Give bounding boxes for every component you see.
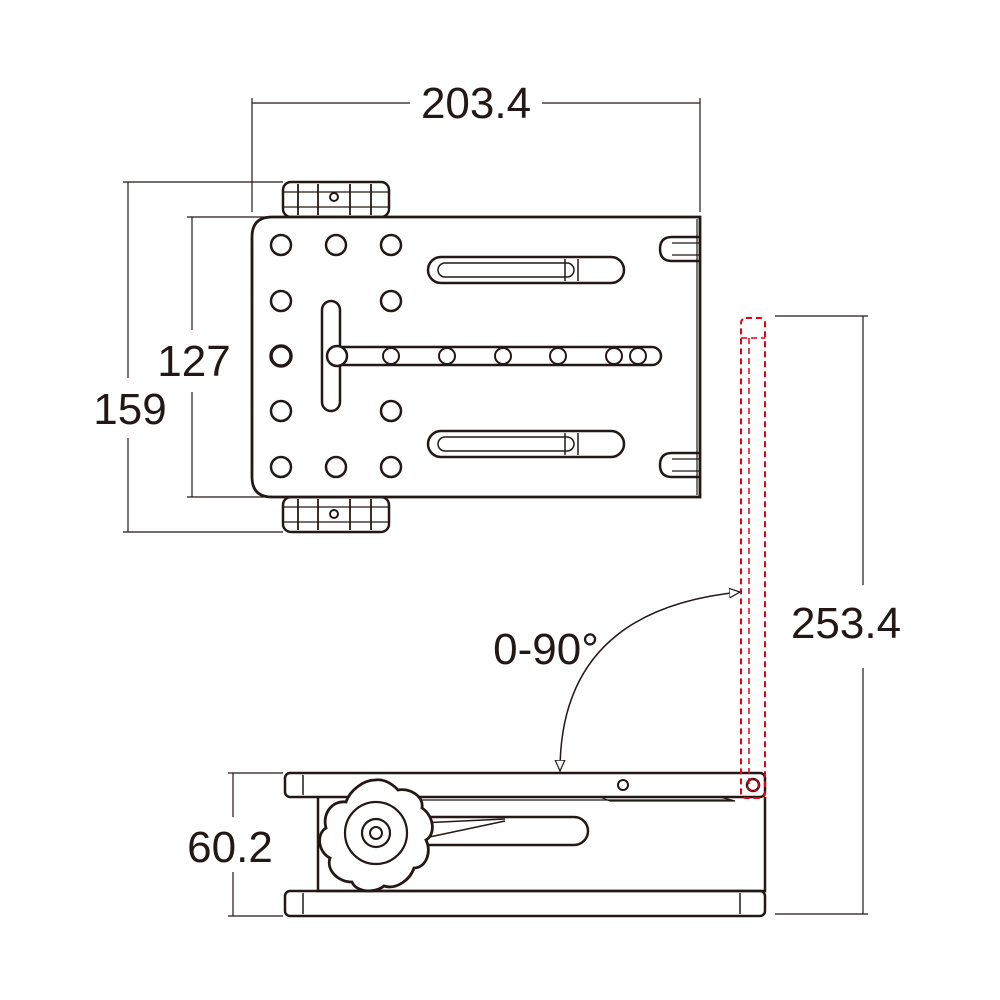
angle-arc: 0-90° xyxy=(493,592,740,771)
top-view: 203.4 127 159 xyxy=(93,79,702,534)
dashed-extension-arm xyxy=(740,317,766,799)
knob xyxy=(318,778,434,893)
dimension-label-60-2: 60.2 xyxy=(187,823,273,872)
center-t-slot xyxy=(320,299,663,413)
mounting-holes xyxy=(269,233,403,479)
lower-slot xyxy=(426,429,626,459)
top-clamp xyxy=(281,180,391,219)
dimension-label-159: 159 xyxy=(93,385,166,434)
base-plate xyxy=(283,889,767,918)
right-tabs xyxy=(658,235,700,479)
dimension-height-extended: 253.4 xyxy=(775,315,901,915)
dimension-label-203-4: 203.4 xyxy=(421,79,531,128)
dimension-base-height: 60.2 xyxy=(187,772,283,917)
dimension-height-outer: 159 xyxy=(93,181,283,533)
base-body xyxy=(316,797,767,893)
dimension-label-127: 127 xyxy=(157,337,230,386)
dimension-label-253-4: 253.4 xyxy=(791,599,901,648)
bottom-clamp xyxy=(281,495,391,534)
dimension-height-inner: 127 xyxy=(157,216,268,498)
dimension-width-top: 203.4 xyxy=(251,79,701,212)
angle-label: 0-90° xyxy=(493,625,599,674)
upper-slot xyxy=(426,255,626,285)
side-view: 0-90° 253.4 60.2 xyxy=(187,315,901,918)
